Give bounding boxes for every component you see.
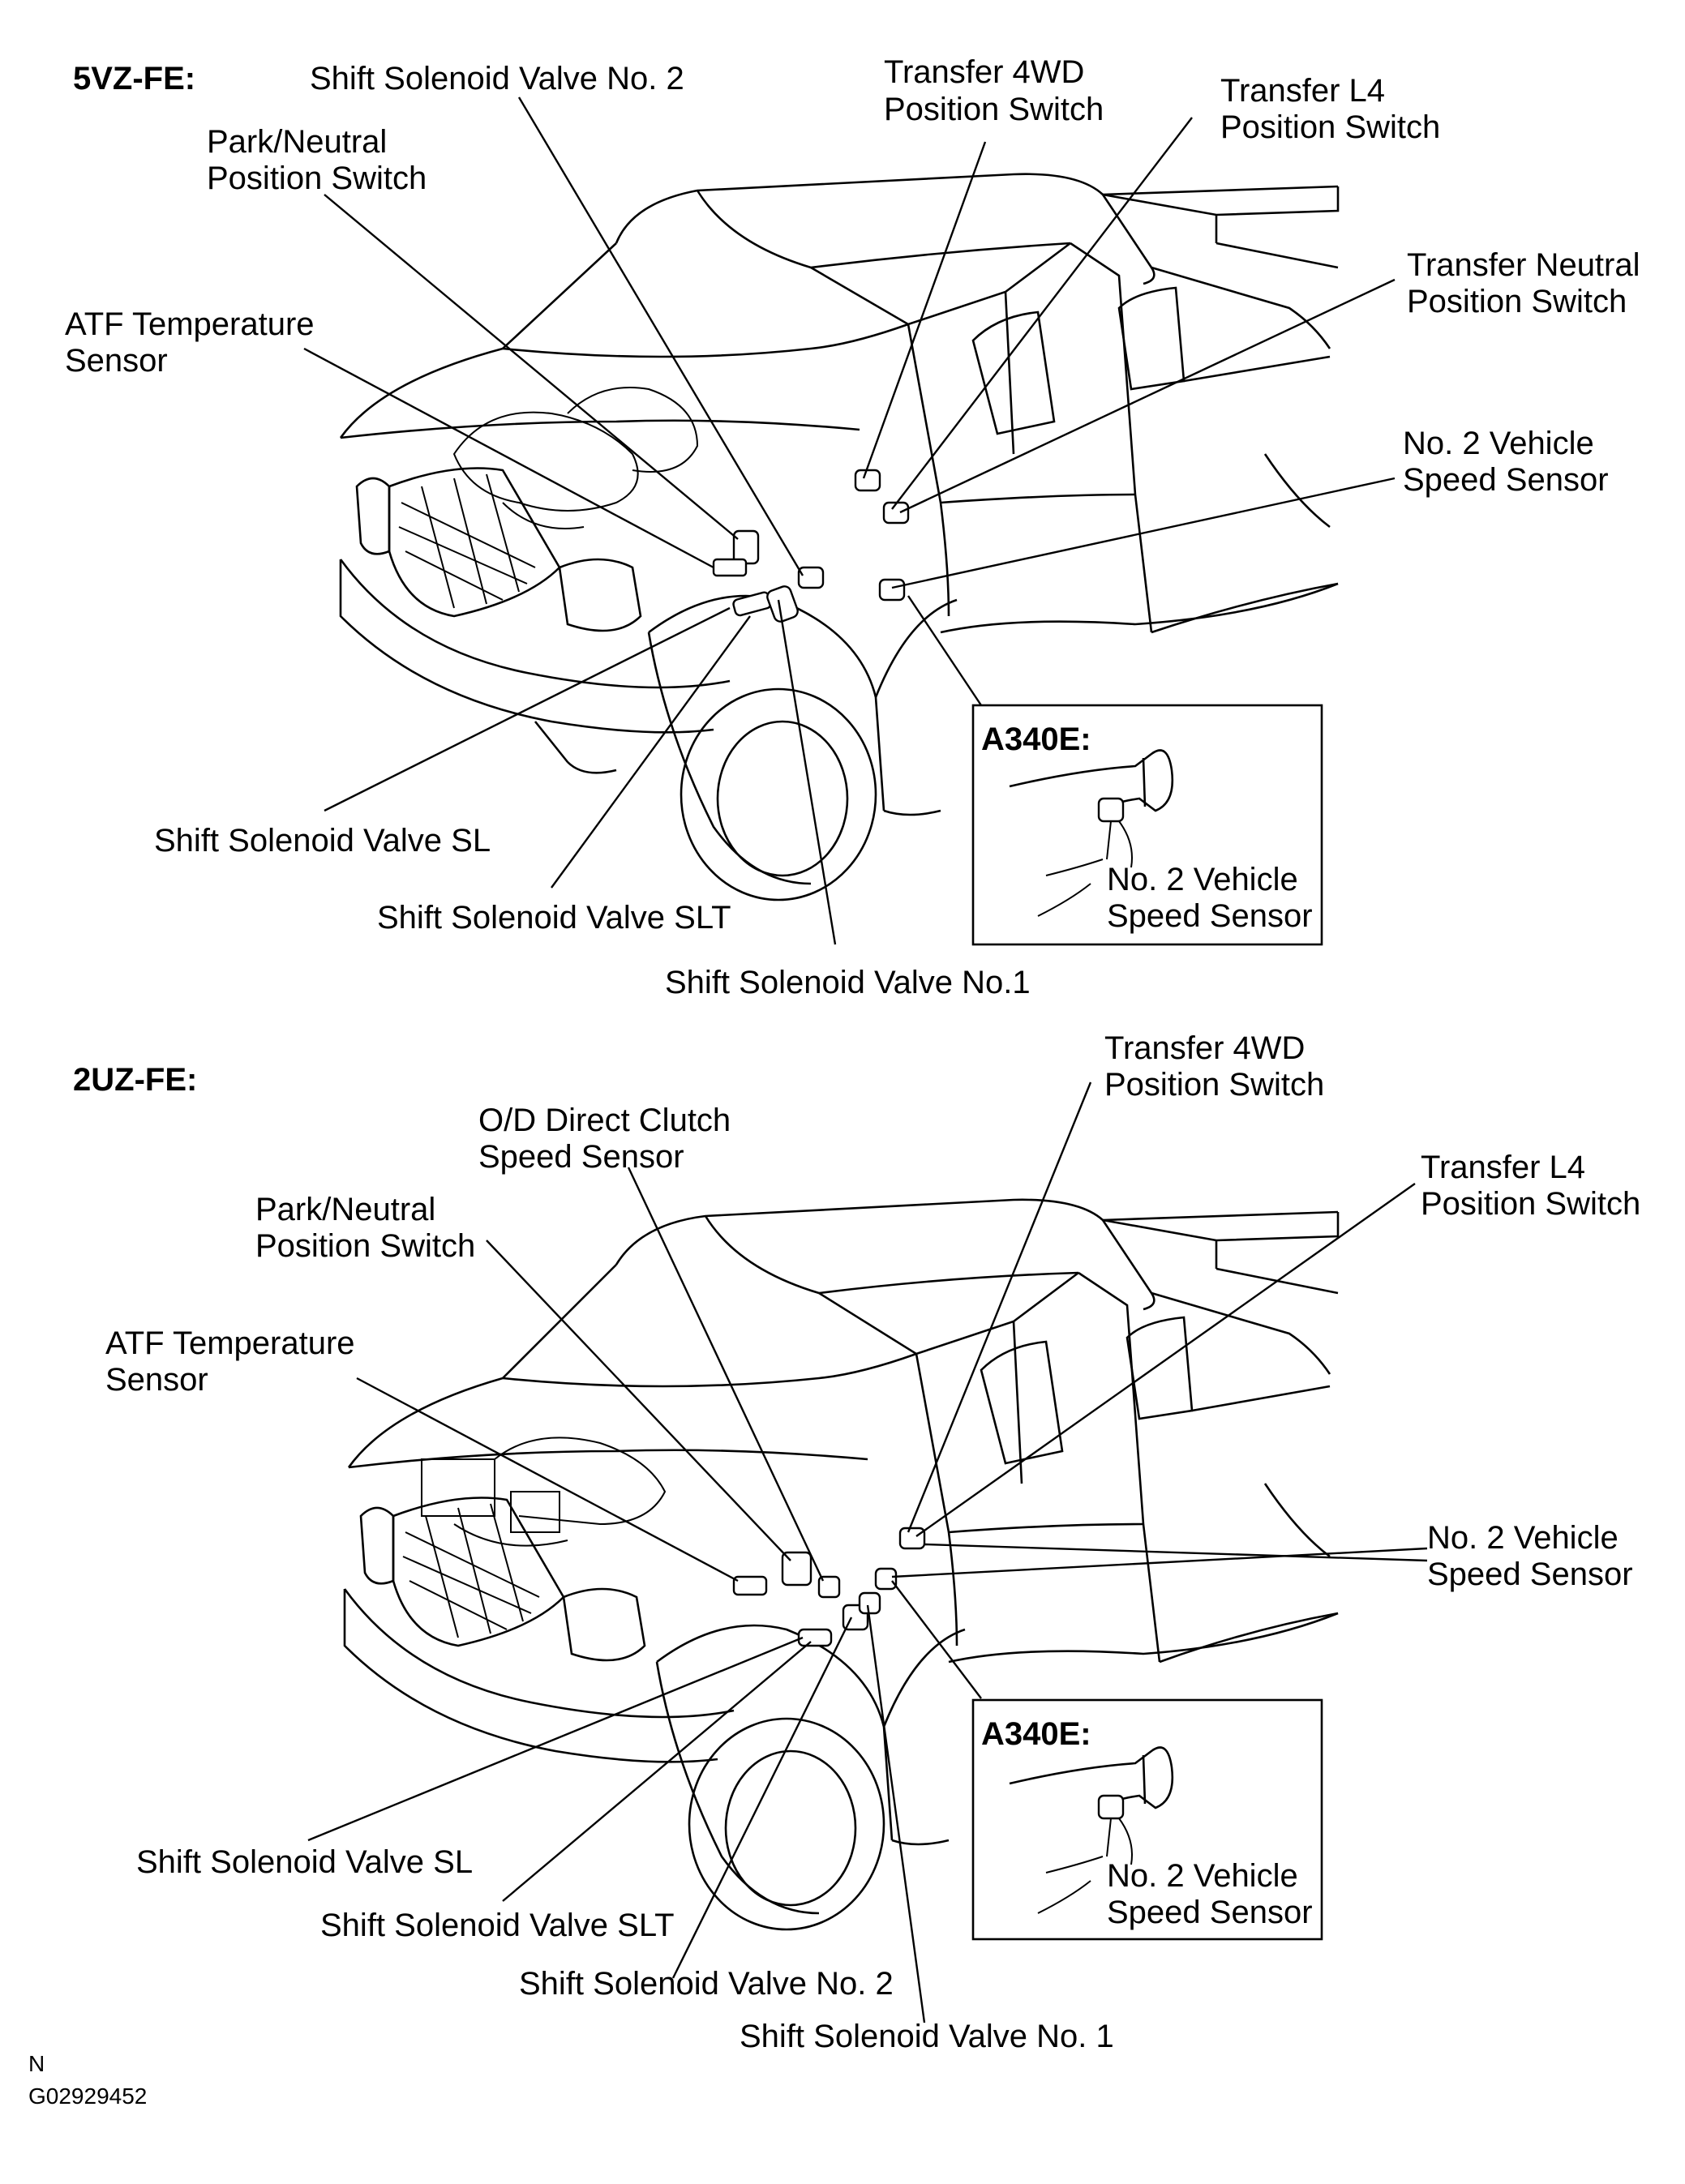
solenoid-no1-part — [858, 1591, 881, 1615]
truck-illustration-top — [339, 173, 1340, 901]
components-top — [712, 469, 910, 623]
engine-block-mid — [510, 1491, 560, 1533]
label-no2-speed-line1: No. 2 Vehicle — [1403, 426, 1594, 461]
label-transfer-4wd-line1: Transfer 4WD — [1104, 1030, 1305, 1066]
label-transfer-l4-line1: Transfer L4 — [1220, 73, 1385, 109]
solenoid-sl-part — [797, 1628, 833, 1647]
footer-mark: N — [28, 2051, 45, 2076]
label-no2-speed-line1: No. 2 Vehicle — [1427, 1520, 1619, 1556]
transfer-l4-part — [882, 501, 910, 525]
inset-label-line2: Speed Sensor — [1107, 898, 1313, 934]
leader-lines-bottom — [307, 1081, 1428, 2023]
label-transfer-4wd-line1: Transfer 4WD — [884, 54, 1084, 90]
engine-label: 2UZ-FE: — [73, 1062, 197, 1098]
leader-lines-top — [303, 96, 1396, 945]
label-park-neutral-line2: Position Switch — [207, 161, 427, 196]
footer-code: G02929452 — [28, 2083, 147, 2109]
diagram-2uz-fe: 2UZ-FE: Transfer 4WD Position Switch O/D… — [73, 1030, 1640, 2054]
atf-sensor-part — [712, 558, 748, 577]
inset-sensor-part — [1097, 797, 1125, 823]
diagram-5vz-fe: 5VZ-FE: Shift Solenoid Valve No. 2 Trans… — [65, 54, 1640, 1000]
inset-a340e-top: A340E: No. 2 Vehicle Speed Sensor — [971, 704, 1323, 946]
inset-sensor-part — [1097, 1794, 1125, 1820]
label-shift-solenoid-no1: Shift Solenoid Valve No. 1 — [740, 2019, 1114, 2054]
inset-label-line1: No. 2 Vehicle — [1107, 862, 1298, 897]
transfer-l4-part — [898, 1527, 926, 1550]
label-transfer-l4-line2: Position Switch — [1421, 1186, 1640, 1222]
components-bottom — [732, 1527, 926, 1647]
label-shift-solenoid-slt: Shift Solenoid Valve SLT — [320, 1908, 675, 1943]
label-transfer-neutral-line2: Position Switch — [1407, 284, 1627, 319]
transfer-4wd-part — [854, 469, 881, 492]
inset-title: A340E: — [981, 722, 1091, 757]
od-clutch-sensor-part — [817, 1575, 841, 1599]
atf-sensor-part — [732, 1575, 768, 1596]
label-od-clutch-line2: Speed Sensor — [478, 1139, 684, 1175]
label-atf-temp-line2: Sensor — [65, 343, 168, 379]
no2-speed-sensor-part — [878, 578, 906, 602]
label-no2-speed-line2: Speed Sensor — [1427, 1557, 1633, 1592]
label-od-clutch-line1: O/D Direct Clutch — [478, 1103, 731, 1138]
no2-speed-sensor-part — [874, 1567, 898, 1591]
truck-illustration-bottom — [343, 1198, 1340, 1931]
label-atf-temp-line1: ATF Temperature — [105, 1325, 355, 1361]
label-park-neutral-line1: Park/Neutral — [207, 124, 387, 160]
label-atf-temp-line2: Sensor — [105, 1362, 208, 1398]
inset-a340e-bottom: A340E: No. 2 Vehicle Speed Sensor — [971, 1698, 1323, 1941]
engine-label: 5VZ-FE: — [73, 61, 195, 96]
label-transfer-4wd-line2: Position Switch — [884, 92, 1104, 127]
label-shift-solenoid-slt: Shift Solenoid Valve SLT — [377, 900, 731, 936]
label-transfer-l4-line2: Position Switch — [1220, 109, 1440, 145]
label-transfer-l4-line1: Transfer L4 — [1421, 1150, 1585, 1185]
label-transfer-4wd-line2: Position Switch — [1104, 1067, 1324, 1103]
inset-label-line1: No. 2 Vehicle — [1107, 1858, 1298, 1894]
label-atf-temp-line1: ATF Temperature — [65, 306, 315, 342]
label-transfer-neutral-line1: Transfer Neutral — [1407, 247, 1640, 283]
solenoid-no2-part — [797, 566, 825, 589]
label-shift-solenoid-no2: Shift Solenoid Valve No. 2 — [310, 61, 684, 96]
label-shift-solenoid-sl: Shift Solenoid Valve SL — [136, 1844, 473, 1880]
inset-title: A340E: — [981, 1716, 1091, 1752]
label-shift-solenoid-no1: Shift Solenoid Valve No.1 — [665, 965, 1031, 1000]
inset-label-line2: Speed Sensor — [1107, 1895, 1313, 1930]
label-shift-solenoid-sl: Shift Solenoid Valve SL — [154, 823, 491, 859]
label-shift-solenoid-no2: Shift Solenoid Valve No. 2 — [519, 1966, 894, 2002]
label-park-neutral-line1: Park/Neutral — [255, 1192, 435, 1227]
label-no2-speed-line2: Speed Sensor — [1403, 462, 1609, 498]
engine-block-left — [421, 1458, 495, 1517]
solenoid-no1-part — [766, 585, 799, 623]
label-park-neutral-line2: Position Switch — [255, 1228, 475, 1264]
